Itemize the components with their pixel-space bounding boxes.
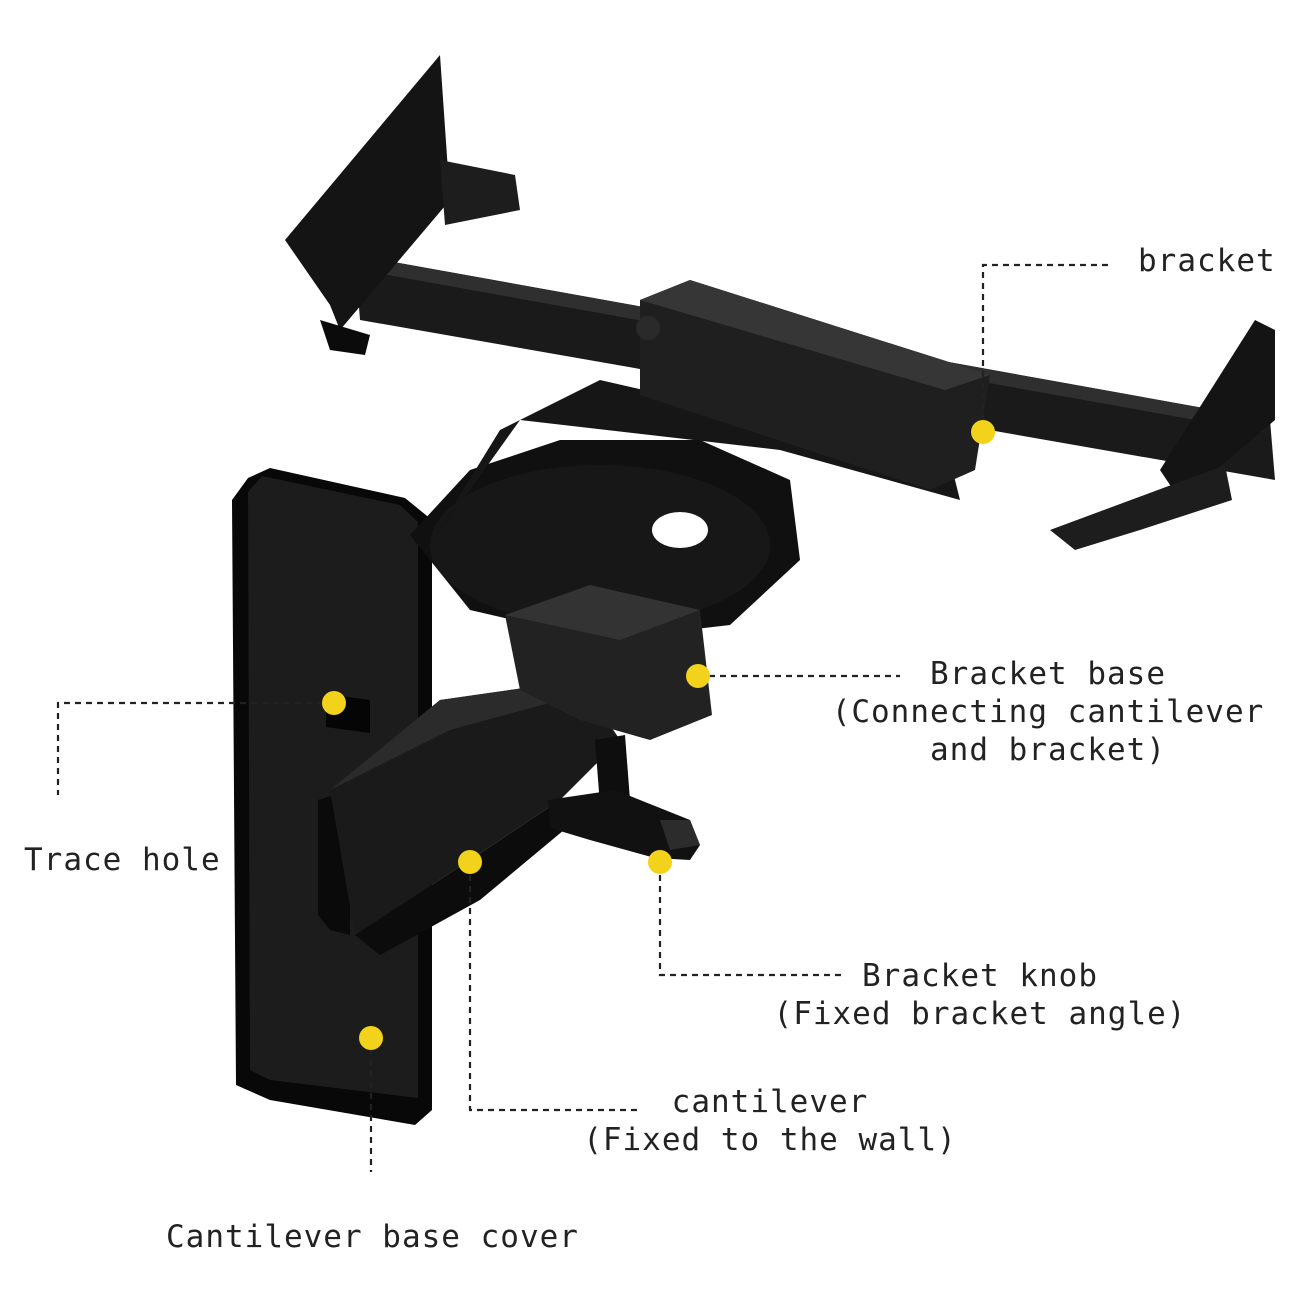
right-jaw-lip (1050, 465, 1232, 550)
right-jaw-back (1160, 320, 1275, 500)
label-cantilever: cantilever (Fixed to the wall) (580, 1083, 960, 1159)
marker-cantilever (458, 850, 482, 874)
round-plate-disc (430, 465, 770, 625)
label-bracket-base-line-2: (Connecting cantilever (831, 694, 1265, 730)
marker-trace-hole (322, 691, 346, 715)
label-cantilever-base-cover-line-1: Cantilever base cover (166, 1219, 579, 1255)
label-trace-hole-line-1: Trace hole (24, 842, 221, 878)
label-cantilever-line-2: (Fixed to the wall) (583, 1122, 957, 1158)
knob-stem (595, 735, 630, 805)
left-jaw-foot (320, 320, 370, 355)
label-bracket-base-line-3: and bracket) (930, 732, 1166, 768)
swivel-joint (410, 440, 800, 860)
leader-trace-hole (56, 701, 334, 795)
leader-lines (56, 263, 1110, 1172)
arm-underside (355, 800, 600, 955)
clamp-upper-base-plate (420, 380, 960, 560)
label-bracket-knob-line-2: (Fixed bracket angle) (773, 996, 1187, 1032)
cantilever-arm (318, 680, 620, 955)
bracket-base-block-top (505, 585, 700, 640)
label-bracket-line-1: bracket (1138, 243, 1276, 279)
knob-wing (548, 790, 700, 860)
leader-bracket-knob (658, 864, 842, 977)
label-cantilever-line-1: cantilever (671, 1084, 869, 1120)
label-cantilever-base-cover: Cantilever base cover (166, 1218, 579, 1256)
marker-base-cover (359, 1026, 383, 1050)
left-jaw-back (285, 55, 450, 330)
arm-top-face (330, 680, 580, 790)
marker-bracket (971, 420, 995, 444)
clamp-center-block-top (640, 280, 990, 390)
marker-bracket-knob (648, 850, 672, 874)
knob-grip-edge (660, 820, 700, 850)
round-plate-hole (652, 512, 708, 548)
leader-bracket (981, 263, 1110, 432)
left-jaw-lip (440, 160, 520, 225)
clamp-center-block (640, 280, 990, 490)
clamp-bracket (285, 55, 1275, 560)
label-trace-hole: Trace hole (24, 841, 221, 879)
label-bracket-knob-line-1: Bracket knob (862, 958, 1098, 994)
markers (322, 420, 995, 1050)
label-bracket-base-line-1: Bracket base (930, 656, 1166, 692)
label-bracket-knob: Bracket knob (Fixed bracket angle) (770, 957, 1190, 1033)
marker-bracket-base (686, 664, 710, 688)
label-bracket: bracket (1138, 242, 1276, 280)
label-bracket-base: Bracket base (Connecting cantilever and … (828, 655, 1268, 769)
clamp-screw (636, 316, 660, 340)
leader-cantilever (468, 864, 640, 1112)
